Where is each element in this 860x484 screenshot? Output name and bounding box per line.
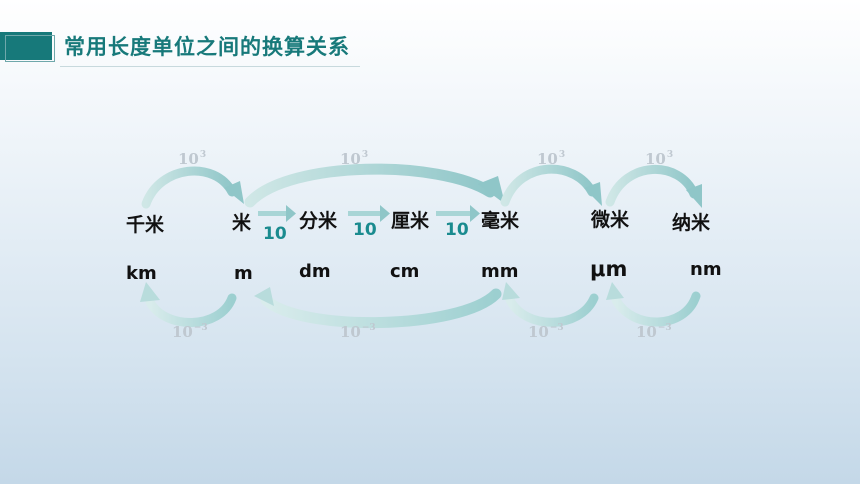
- top-arc-m-mm: [244, 163, 505, 208]
- factor-dm-cm: 10: [353, 220, 377, 240]
- top-power-label-2: 103: [340, 150, 369, 168]
- factor-m-dm: 10: [263, 224, 287, 244]
- small-arrow-m-dm: [258, 205, 296, 222]
- unit-name-um: 微米: [591, 209, 630, 231]
- unit-symbol-km: km: [126, 263, 157, 284]
- top-power-label-4: 103: [645, 150, 674, 168]
- bottom-power-label-2: 10−3: [340, 323, 376, 341]
- unit-symbol-dm: dm: [299, 261, 331, 282]
- unit-name-dm: 分米: [299, 210, 338, 232]
- unit-name-nm: 纳米: [672, 212, 711, 234]
- bottom-arc-nm-um: [606, 282, 701, 327]
- bottom-power-label-4: 10−3: [636, 323, 672, 341]
- bottom-power-label-3: 10−3: [528, 323, 564, 341]
- bottom-arc-um-mm: [502, 282, 599, 327]
- bottom-power-label-1: 10−3: [172, 323, 208, 341]
- title-accent-bar: [0, 32, 52, 60]
- top-arc-mm-um: [500, 164, 602, 207]
- unit-symbol-m: m: [234, 263, 253, 284]
- top-power-label-3: 103: [537, 150, 566, 168]
- unit-name-km: 千米: [126, 214, 165, 236]
- bottom-arc-m-km: [140, 282, 237, 327]
- unit-name-cm: 厘米: [391, 210, 430, 232]
- page-title: 常用长度单位之间的换算关系: [64, 35, 350, 59]
- small-arrow-cm-mm: [436, 205, 480, 222]
- unit-name-m: 米: [232, 212, 252, 234]
- top-arc-km-m: [141, 166, 244, 209]
- unit-symbol-nm: nm: [690, 259, 722, 280]
- unit-symbol-um: μm: [590, 257, 628, 281]
- title-accent-outline: [5, 35, 55, 62]
- top-power-label-1: 103: [178, 150, 207, 168]
- small-arrow-dm-cm: [348, 205, 390, 222]
- factor-cm-mm: 10: [445, 220, 469, 240]
- unit-symbol-mm: mm: [481, 261, 519, 282]
- unit-name-mm: 毫米: [481, 210, 520, 232]
- title-underline: [60, 66, 360, 67]
- unit-symbol-cm: cm: [390, 261, 420, 282]
- top-arc-um-nm: [605, 165, 702, 208]
- bottom-arc-mm-m: [254, 287, 502, 329]
